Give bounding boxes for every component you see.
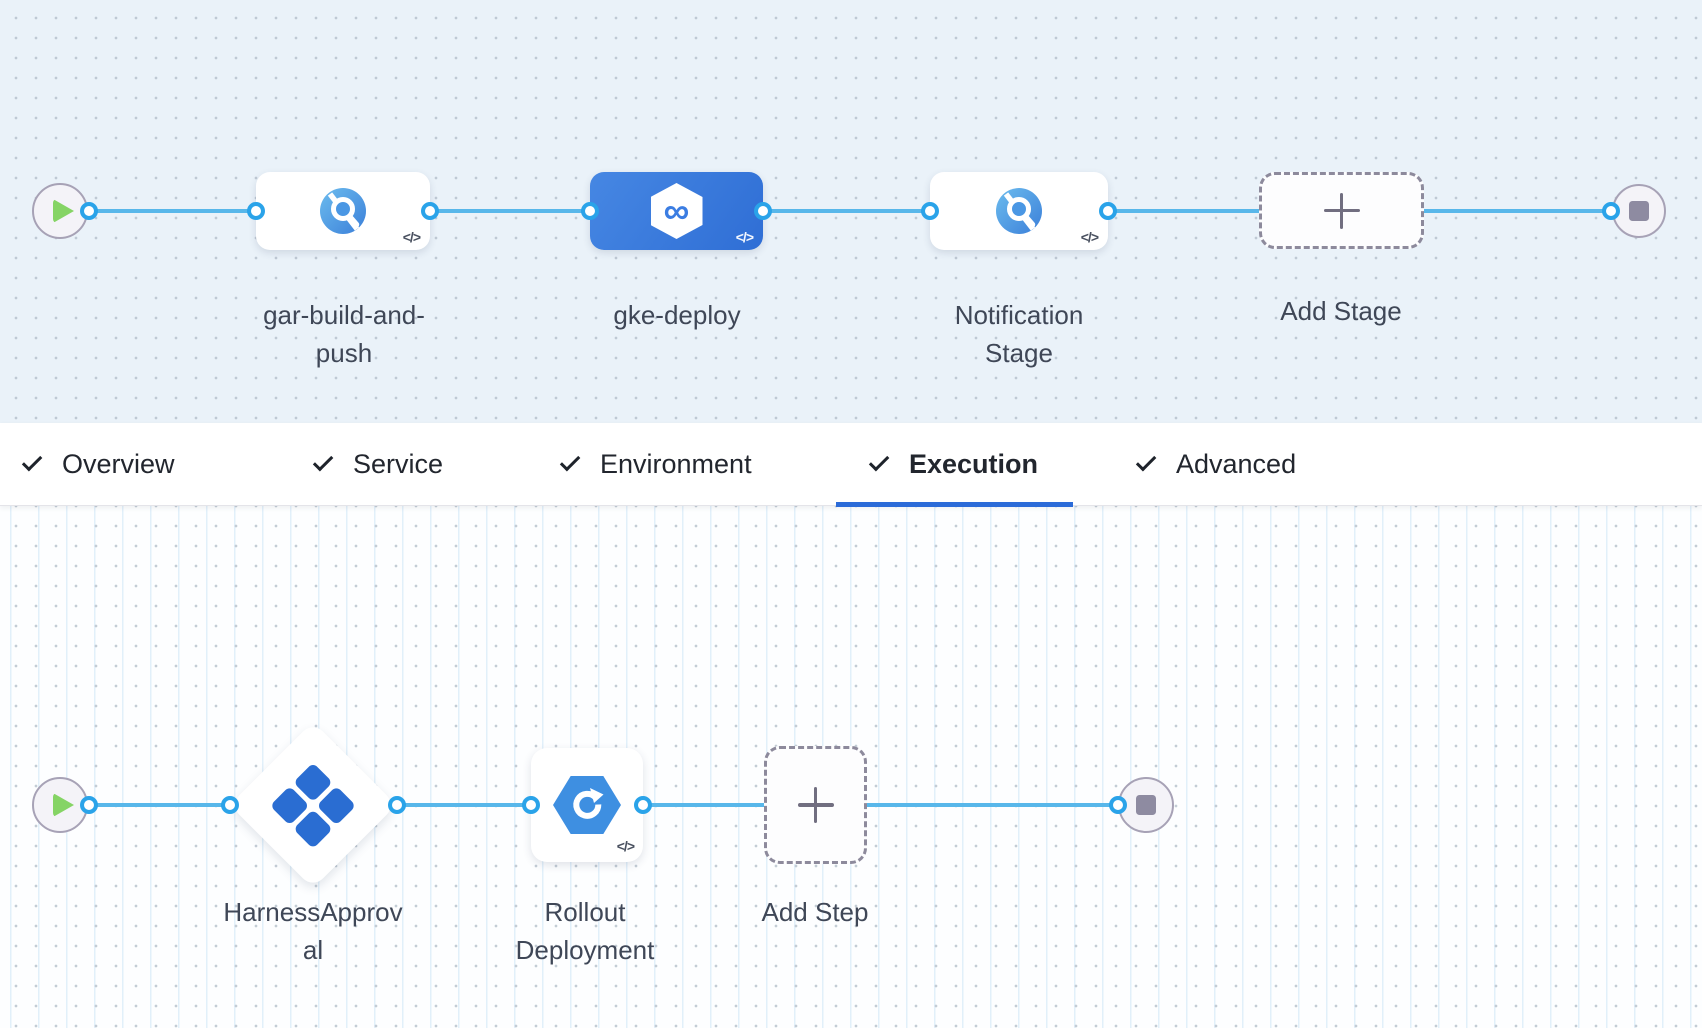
add-stage-label: Add Stage bbox=[1280, 296, 1402, 326]
tab-environment[interactable]: Environment bbox=[540, 423, 774, 505]
tab-service[interactable]: Service bbox=[293, 423, 465, 505]
step-harness-approval[interactable] bbox=[229, 721, 397, 889]
stop-icon bbox=[1629, 201, 1649, 221]
stage-config-tabbar: Overview Service Environment Execution A… bbox=[0, 423, 1702, 507]
code-icon[interactable]: </> bbox=[1080, 229, 1099, 245]
port[interactable] bbox=[80, 202, 98, 220]
port[interactable] bbox=[522, 796, 540, 814]
step-label-rollout: Rollout Deployment bbox=[515, 897, 655, 965]
port[interactable] bbox=[388, 796, 406, 814]
stage-label-gar: gar-build-and- push bbox=[263, 300, 425, 368]
stage-card-gar-build-and-push[interactable]: </> bbox=[256, 172, 430, 250]
pipeline-end-node bbox=[1612, 184, 1666, 238]
port[interactable] bbox=[247, 202, 265, 220]
port[interactable] bbox=[1099, 202, 1117, 220]
code-icon[interactable]: </> bbox=[402, 229, 421, 245]
stage-card-gke-deploy[interactable]: ∞ </> bbox=[590, 172, 763, 250]
step-rollout-deployment[interactable]: </> bbox=[531, 748, 643, 862]
port[interactable] bbox=[421, 202, 439, 220]
check-icon bbox=[21, 450, 43, 472]
port[interactable] bbox=[80, 796, 98, 814]
stage-canvas[interactable]: </> ∞ </> </> bbox=[0, 0, 1702, 423]
add-step-button[interactable] bbox=[764, 746, 867, 864]
stop-icon bbox=[1136, 795, 1156, 815]
add-step-label: Add Step bbox=[761, 897, 869, 927]
plus-icon bbox=[797, 787, 834, 823]
port[interactable] bbox=[581, 202, 599, 220]
cd-hexagon-icon: ∞ bbox=[650, 183, 703, 239]
port[interactable] bbox=[634, 796, 652, 814]
check-icon bbox=[312, 450, 334, 472]
container-registry-icon bbox=[996, 188, 1042, 234]
check-icon bbox=[559, 450, 581, 472]
port[interactable] bbox=[754, 202, 772, 220]
check-icon bbox=[1135, 450, 1157, 472]
execution-start-node bbox=[32, 777, 88, 833]
port[interactable] bbox=[1109, 796, 1127, 814]
code-icon[interactable]: </> bbox=[735, 229, 754, 245]
code-icon[interactable]: </> bbox=[616, 838, 635, 854]
tab-advanced[interactable]: Advanced bbox=[1116, 423, 1318, 505]
rollout-hexagon-icon bbox=[553, 776, 621, 834]
play-icon bbox=[52, 199, 74, 223]
stage-card-notification[interactable]: </> bbox=[930, 172, 1108, 250]
stage-label-gke: gke-deploy bbox=[613, 300, 741, 330]
stage-label-notification: Notification Stage bbox=[954, 300, 1084, 368]
add-stage-button[interactable] bbox=[1259, 172, 1424, 249]
stage-connector-line bbox=[89, 209, 1612, 213]
approval-diamond-icon bbox=[269, 761, 357, 849]
refresh-arrow-icon bbox=[573, 788, 604, 819]
check-icon bbox=[868, 450, 890, 472]
step-label-harness-approval: HarnessApprov al bbox=[223, 897, 403, 965]
pipeline-start-node bbox=[32, 183, 88, 239]
port[interactable] bbox=[221, 796, 239, 814]
container-registry-icon bbox=[320, 188, 366, 234]
execution-canvas[interactable]: </> HarnessApprov al Rollout Deployment … bbox=[0, 506, 1702, 1028]
port[interactable] bbox=[921, 202, 939, 220]
infinity-glyph: ∞ bbox=[663, 190, 690, 231]
play-icon bbox=[52, 793, 74, 817]
tab-execution[interactable]: Execution bbox=[836, 423, 1073, 507]
port[interactable] bbox=[1602, 202, 1620, 220]
plus-icon bbox=[1323, 192, 1360, 229]
tab-overview[interactable]: Overview bbox=[2, 423, 197, 505]
